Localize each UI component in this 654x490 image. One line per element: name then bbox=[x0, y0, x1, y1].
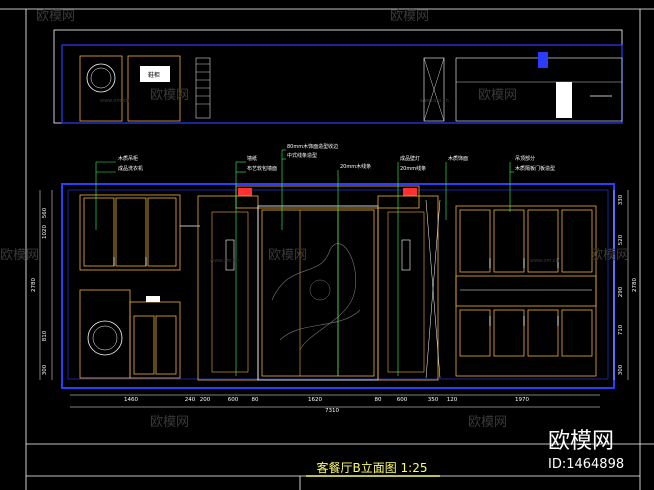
dimension-label-left: 2780 bbox=[31, 278, 37, 292]
dimension-label-right: 2780 bbox=[632, 278, 638, 292]
dimension-label-right: 710 bbox=[618, 324, 624, 335]
dimension-label-bottom: 80 bbox=[375, 397, 382, 403]
dimension-label-bottom: 1970 bbox=[515, 397, 529, 403]
watermark-text: 欧模网 bbox=[590, 248, 629, 263]
dimension-label-left: 300 bbox=[42, 364, 48, 375]
right-cabinet-group bbox=[455, 205, 597, 377]
dimension-label-bottom: 240 bbox=[185, 397, 196, 403]
annotation-label: 墙纸 bbox=[247, 155, 257, 162]
annotation-label: 中式线条造型 bbox=[287, 152, 317, 159]
dimension-total: 7310 bbox=[325, 408, 339, 414]
annotation-leaders bbox=[95, 149, 514, 376]
annotation-label: 20mm木线条 bbox=[340, 163, 371, 170]
dimension-label-right: 290 bbox=[618, 286, 624, 297]
watermark-site: www.om.cn bbox=[420, 98, 449, 104]
dimension-label-bottom: 200 bbox=[200, 397, 211, 403]
watermark-text: 欧模网 bbox=[390, 9, 429, 24]
watermark-text: 欧模网 bbox=[36, 9, 75, 24]
dimension-label-left: 1020 bbox=[42, 225, 48, 239]
dimension-label-left: 560 bbox=[42, 207, 48, 218]
annotation-label: 木质吊柜 bbox=[118, 155, 138, 162]
annotation-label: 80mm木饰面造型收边 bbox=[287, 143, 338, 150]
dimension-label-bottom: 350 bbox=[428, 397, 439, 403]
left-cabinet-group bbox=[79, 194, 200, 379]
dimension-label-bottom: 600 bbox=[397, 397, 408, 403]
watermark-site: www.om.cn bbox=[210, 258, 239, 264]
dimension-label-right: 300 bbox=[618, 364, 624, 375]
annotation-label: 木质隔板门板造型 bbox=[515, 165, 555, 172]
drawing-title-block: 客餐厅B立面图 1:25 bbox=[306, 460, 440, 477]
watermark-text: 欧模网 bbox=[150, 415, 189, 430]
watermark-text: 欧模网 bbox=[0, 248, 39, 263]
watermark-text: 欧模网 bbox=[478, 88, 517, 103]
annotation-label: 20mm线条 bbox=[400, 165, 426, 172]
watermark-site: www.om.cn bbox=[530, 258, 559, 264]
dimension-label-right: 520 bbox=[618, 234, 624, 245]
plan-label: 鞋柜 bbox=[148, 71, 160, 79]
annotation-label: 吊顶部分 bbox=[515, 155, 535, 162]
watermark-overlay: 欧模网 欧模网 欧模网 欧模网 欧模网 欧模网 欧模网 欧模网 欧模网 www.… bbox=[0, 9, 629, 472]
annotation-label: 成品洗衣机 bbox=[118, 165, 143, 172]
dimension-label-bottom: 1460 bbox=[124, 397, 138, 403]
annotation-label: 布艺软包墙面 bbox=[247, 165, 277, 172]
watermark-text: 欧模网 bbox=[268, 248, 307, 263]
drawing-title: 客餐厅B立面图 1:25 bbox=[317, 460, 428, 475]
dimension-label-bottom: 600 bbox=[228, 397, 239, 403]
dimension-label-bottom: 80 bbox=[252, 397, 259, 403]
dimension-labels: 1460 240 200 600 80 1620 80 600 350 120 … bbox=[31, 194, 638, 414]
dimension-label-right: 330 bbox=[618, 194, 624, 205]
watermark-brand: 欧模网 bbox=[548, 429, 614, 454]
dimension-label-bottom: 120 bbox=[447, 397, 458, 403]
dimension-label-bottom: 1620 bbox=[308, 397, 322, 403]
annotation-labels: 木质吊柜 成品洗衣机 墙纸 布艺软包墙面 80mm木饰面造型收边 中式线条造型 … bbox=[118, 143, 555, 172]
annotation-label: 成品壁灯 bbox=[400, 155, 420, 162]
annotation-label: 木质饰面 bbox=[448, 155, 468, 162]
dimension-lines bbox=[39, 190, 629, 408]
watermark-id: ID:1464898 bbox=[548, 457, 624, 472]
plan-view: 鞋柜 bbox=[53, 29, 623, 124]
watermark-text: 欧模网 bbox=[150, 88, 189, 103]
watermark-site: www.om.cn bbox=[100, 98, 129, 104]
watermark-text: 欧模网 bbox=[468, 415, 507, 430]
dimension-label-left: 810 bbox=[42, 330, 48, 341]
